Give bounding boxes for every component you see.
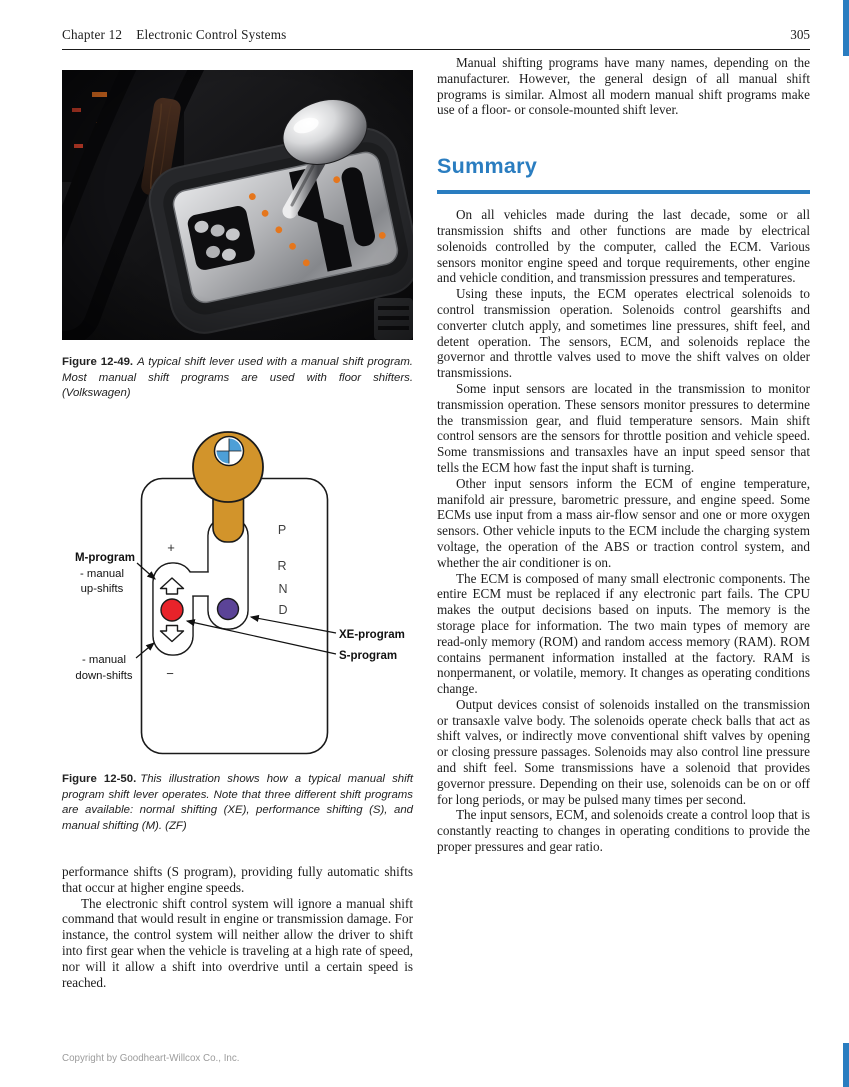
s-program-button (160, 598, 184, 622)
down-shifts-sub2: down-shifts (75, 670, 132, 682)
summary-paragraph: Output devices consist of solenoids inst… (437, 696, 810, 807)
shift-gate-diagram: P R N D + − (75, 431, 405, 755)
summary-paragraph: Other input sensors inform the ECM of en… (437, 475, 810, 570)
figure-12-50-text: This illustration shows how a typical ma… (62, 773, 413, 832)
leader-lines (135, 562, 337, 659)
page-number: 305 (790, 27, 810, 42)
copyright-notice: Copyright by Goodheart-Willcox Co., Inc. (62, 1053, 240, 1064)
summary-paragraph: The ECM is composed of many small electr… (437, 570, 810, 697)
figure-12-50-diagram: P R N D + − (62, 420, 413, 765)
shift-lever-photo-art (26, 7, 420, 346)
xe-program-label: XE-program (339, 629, 405, 641)
m-program-label: M-program (75, 552, 135, 564)
summary-heading: Summary (437, 154, 810, 195)
summary-paragraph: The input sensors, ECM, and solenoids cr… (437, 807, 810, 855)
right-column: Manual shifting programs have many names… (437, 55, 810, 855)
m-program-sub2: up-shifts (81, 583, 124, 595)
plus-symbol: + (167, 540, 175, 555)
summary-paragraph: On all vehicles made during the last dec… (437, 207, 810, 286)
page-edge-strip-bottom (843, 1043, 849, 1087)
gear-position-letters: P R N D (277, 523, 287, 617)
page-edge-strip-top (843, 0, 849, 56)
figure-12-49-label: Figure 12-49. (62, 356, 134, 368)
minus-symbol: − (166, 666, 174, 681)
xe-program-button (216, 597, 240, 621)
figure-12-50-caption: Figure 12-50.This illustration shows how… (62, 772, 413, 834)
chapter-name: Electronic Control Systems (136, 27, 287, 42)
position-d: D (278, 603, 287, 617)
downshift-arrow-icon (159, 624, 185, 643)
figure-12-49-caption: Figure 12-49.A typical shift lever used … (62, 355, 413, 402)
down-shifts-sub1: - manual (82, 654, 126, 666)
chapter-title: Chapter 12 Electronic Control Systems (62, 27, 286, 43)
s-program-label: S-program (339, 650, 397, 662)
position-n: N (278, 582, 287, 596)
page-header: Chapter 12 Electronic Control Systems 305 (62, 27, 810, 43)
intro-paragraph: Manual shifting programs have many names… (437, 55, 810, 118)
figure-12-49-photo (26, 7, 420, 346)
position-r: R (277, 559, 286, 573)
left-column-text: performance shifts (S program), providin… (62, 864, 413, 990)
lever-knob (192, 431, 264, 503)
left-paragraph: The electronic shift control system will… (62, 895, 413, 990)
figure-12-50-label: Figure 12-50. (62, 773, 137, 785)
upshift-arrow-icon (159, 577, 185, 595)
chapter-number: Chapter 12 (62, 27, 123, 42)
summary-paragraph: Some input sensors are located in the tr… (437, 380, 810, 475)
header-rule (62, 49, 810, 51)
left-paragraph: performance shifts (S program), providin… (62, 864, 413, 895)
figure-12-49-text: A typical shift lever used with a manual… (62, 356, 413, 400)
position-p: P (278, 523, 286, 537)
knob-roundel-icon (213, 435, 245, 467)
summary-paragraph: Using these inputs, the ECM operates ele… (437, 286, 810, 381)
m-program-sub1: - manual (80, 568, 124, 580)
